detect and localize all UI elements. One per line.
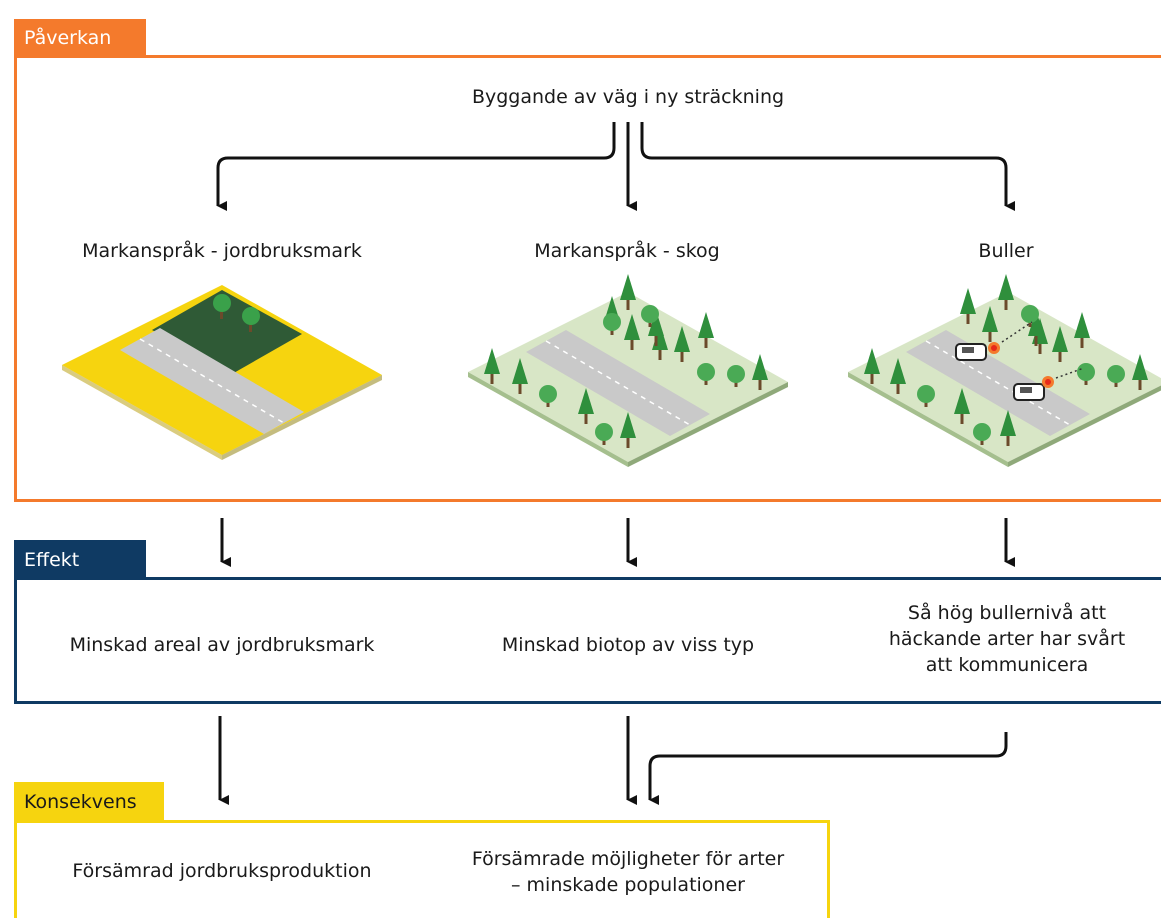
effekt-box <box>14 577 1161 704</box>
paverkan-item-buller: Buller <box>978 240 1034 262</box>
arrow-konsekvens-3 <box>648 732 1008 805</box>
effekt-tab: Effekt <box>14 540 146 580</box>
paverkan-item-skog: Markanspråk - skog <box>534 240 720 262</box>
paverkan-label: Påverkan <box>24 26 112 49</box>
effekt-label: Effekt <box>24 548 80 571</box>
konsekvens-item-arter-line1: Försämrade möjligheter för arter <box>471 848 785 870</box>
paverkan-box <box>14 55 1161 502</box>
konsekvens-item-arter-line2: – minskade populationer <box>511 874 745 896</box>
paverkan-item-jordbruksmark: Markanspråk - jordbruksmark <box>82 240 362 262</box>
paverkan-source: Byggande av väg i ny sträckning <box>471 86 785 108</box>
konsekvens-tab: Konsekvens <box>14 782 164 822</box>
konsekvens-box <box>14 820 830 918</box>
paverkan-tab: Påverkan <box>14 19 146 57</box>
paverkan-box-left <box>14 55 17 502</box>
effekt-item-biotop: Minskad biotop av viss typ <box>501 634 755 656</box>
effekt-item-areal: Minskad areal av jordbruksmark <box>69 634 375 656</box>
effekt-item-buller-line3: att kommunicera <box>925 654 1089 676</box>
effekt-box-left <box>14 577 17 704</box>
konsekvens-label: Konsekvens <box>24 790 137 813</box>
effekt-item-buller-line1: Så hög bullernivå att <box>907 602 1107 624</box>
konsekvens-item-jordbruk: Försämrad jordbruksproduktion <box>72 860 372 882</box>
effekt-item-buller-line2: häckande arter har svårt <box>888 628 1126 650</box>
